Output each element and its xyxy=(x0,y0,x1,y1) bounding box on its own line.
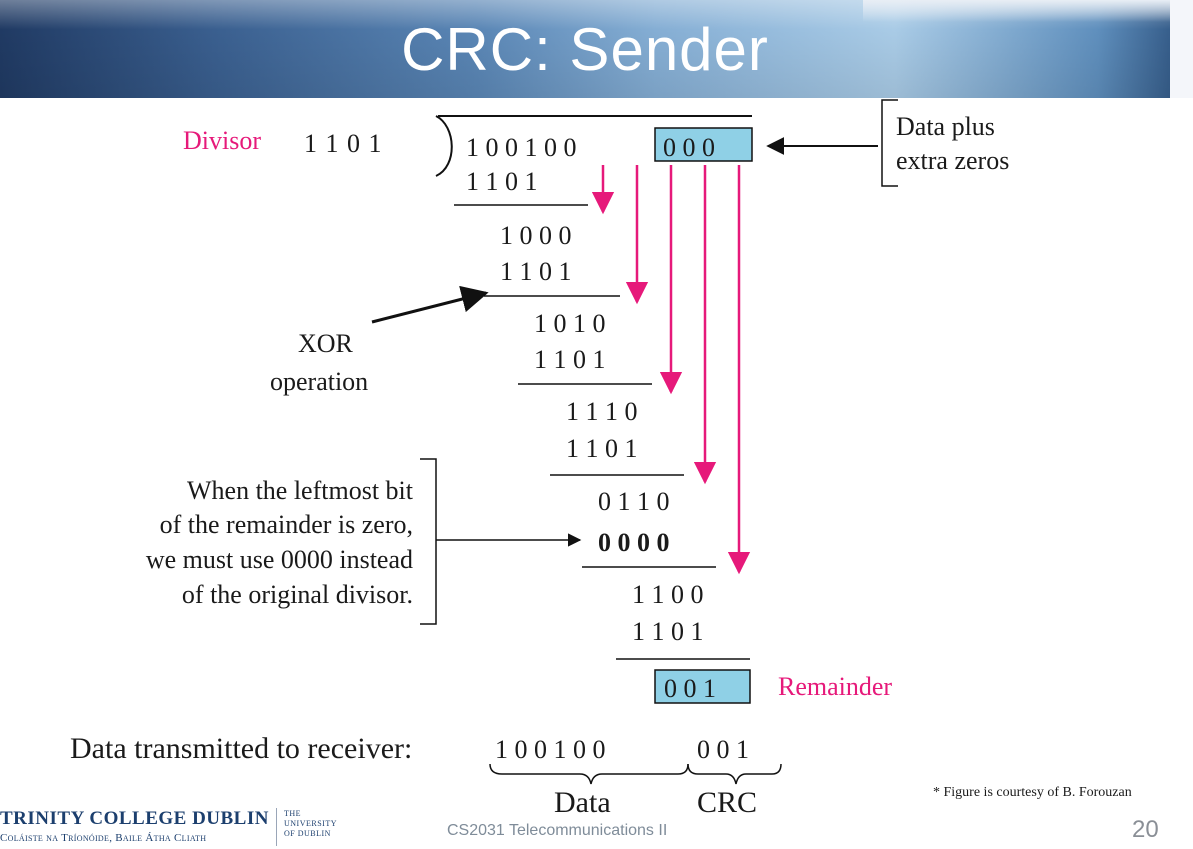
data-plus-label-line2: extra zeros xyxy=(896,146,1009,175)
course-name: CS2031 Telecommunications II xyxy=(447,822,668,839)
divisor-bits: 1 1 0 1 xyxy=(304,129,383,158)
note-line3: we must use 0000 instead xyxy=(146,545,413,574)
page-number: 20 xyxy=(1132,816,1159,843)
subtrahend-row: 1 1 0 1 xyxy=(500,257,572,286)
subtrahend-row: 1 1 0 1 xyxy=(632,617,704,646)
remainder-label: Remainder xyxy=(778,672,892,701)
university-mark: THE UNIVERSITY OF DUBLIN xyxy=(284,809,337,839)
division-rows: 1 1 0 1 1 0 0 0 1 1 0 1 1 0 1 0 1 1 0 1 1 1 1… xyxy=(466,167,704,646)
dividend-extra-zeros: 0 0 0 xyxy=(663,133,715,162)
subtrahend-row: 1 1 0 1 xyxy=(534,345,606,374)
zero-divisor-row: 0 0 0 0 xyxy=(598,528,670,557)
university-line3: OF DUBLIN xyxy=(284,829,331,838)
institution-name: TRINITY COLLEGE DUBLIN xyxy=(0,808,269,829)
partial-remainder-row: 1 0 0 0 xyxy=(500,221,572,250)
title-banner xyxy=(0,0,1193,98)
subtrahend-row: 1 1 0 1 xyxy=(466,167,538,196)
note-bracket xyxy=(420,458,437,625)
university-line1: THE xyxy=(284,809,302,818)
remainder-bits: 0 0 1 xyxy=(664,674,716,703)
data-plus-bracket xyxy=(881,99,898,187)
remainder-highlight xyxy=(654,669,751,704)
note-line1: When the leftmost bit xyxy=(187,476,414,505)
partial-remainder-row: 0 1 1 0 xyxy=(598,487,670,516)
xor-label-line1: XOR xyxy=(298,329,354,358)
transmitted-label: Data transmitted to receiver: xyxy=(70,732,412,765)
transmitted-crc-bits: 0 0 1 xyxy=(697,735,749,764)
logo-divider xyxy=(276,808,277,846)
figure-credit: * Figure is courtesy of B. Forouzan xyxy=(933,785,1132,800)
dividend-data-bits: 1 0 0 1 0 0 xyxy=(466,133,577,162)
xor-label-line2: operation xyxy=(270,367,368,396)
subtrahend-row: 1 1 0 1 xyxy=(566,434,638,463)
institution-name-irish: Coláiste na Tríonóide, Baile Átha Cliath xyxy=(0,832,207,844)
note-line4: of the original divisor. xyxy=(182,580,413,609)
partial-remainder-row: 1 1 1 0 xyxy=(566,397,638,426)
divisor-label: Divisor xyxy=(183,126,261,155)
division-bracket xyxy=(435,115,453,177)
xor-arrow xyxy=(371,285,489,324)
data-plus-label-line1: Data plus xyxy=(896,112,995,141)
brace-crc-label: CRC xyxy=(697,786,757,819)
title-banner-streak xyxy=(863,0,1193,22)
transmitted-data-bits: 1 0 0 1 0 0 xyxy=(495,735,606,764)
extra-zeros-highlight xyxy=(654,127,753,162)
partial-remainder-row: 1 0 1 0 xyxy=(534,309,606,338)
title-banner-edge xyxy=(1170,0,1193,98)
university-line2: UNIVERSITY xyxy=(284,819,337,828)
note-line2: of the remainder is zero, xyxy=(160,510,413,539)
partial-remainder-row: 1 1 0 0 xyxy=(632,580,704,609)
data-brace xyxy=(489,763,689,785)
slide-title: CRC: Sender xyxy=(401,16,769,83)
brace-data-label: Data xyxy=(554,786,611,819)
crc-brace xyxy=(687,763,782,785)
